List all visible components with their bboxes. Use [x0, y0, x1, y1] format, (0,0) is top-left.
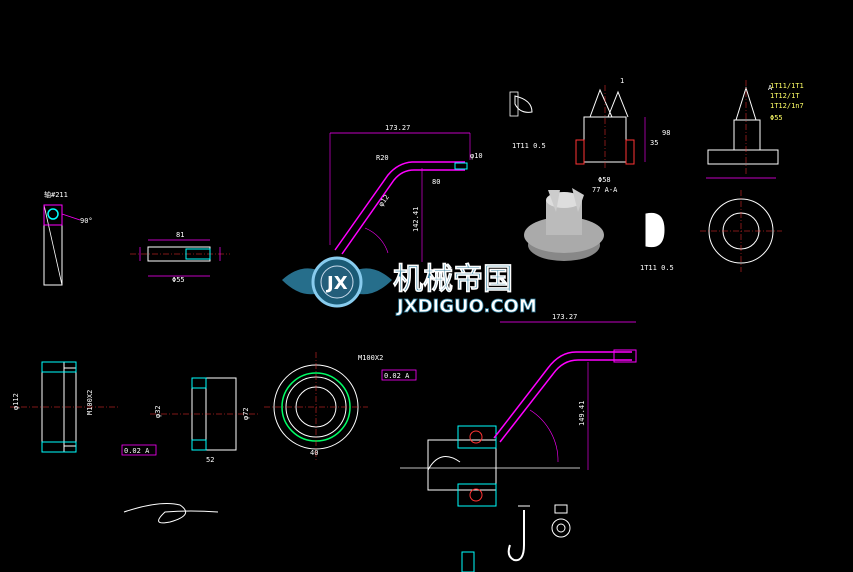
part-caption: 77 A-A — [592, 186, 618, 194]
valve-side-ra: A — [768, 84, 773, 92]
assembly-view: 173.27 149.41 — [400, 313, 637, 507]
sketch-squiggle — [123, 503, 219, 524]
watermark-logo: JX 机械帝国 JXDIGUO.COM — [282, 256, 537, 317]
tol-box-2 — [381, 369, 417, 381]
nut-dim-112: φ112 — [12, 393, 20, 410]
arm-d80: 80 — [432, 178, 440, 186]
valve-dim-35: 35 — [650, 139, 658, 147]
ring-dim-m100: M100X2 — [358, 354, 383, 362]
nut-dim-m100: M100X2 — [86, 390, 94, 415]
nut-section-view: φ112 M100X2 0.02 A — [10, 361, 157, 456]
small-detail-views: 1T11 0.5 1T11 0.5 4 — [509, 91, 782, 272]
valve-dim-1: 1 — [620, 77, 624, 85]
valve-side-view: A 1T11/1T1 1T12/1T 1T12/1n7 Φ55 — [706, 80, 804, 179]
tol-box-1 — [121, 444, 157, 456]
arm-len-bottom: 173.27 — [552, 313, 577, 321]
svg-text:1T12/1n7: 1T12/1n7 — [770, 102, 804, 110]
arm-phi10: φ10 — [470, 152, 483, 160]
flange-dim-32: φ32 — [154, 405, 162, 418]
flange-dim-72: φ72 — [242, 407, 250, 420]
detail-dim-4: 4 — [652, 226, 656, 234]
shaded-3d-part: 77 A-A — [524, 186, 618, 261]
arm-r20: R20 — [376, 154, 389, 162]
svg-text:1T12/1T: 1T12/1T — [770, 92, 800, 100]
small-hook-views — [461, 504, 571, 572]
shaft-dim-855: Φ55 — [172, 276, 185, 284]
angle-90-label: 90° — [80, 217, 93, 225]
bearing-section-view: 轴#211 90° — [43, 190, 93, 286]
valve-dim-98: 98 — [662, 129, 670, 137]
ring-dim-40: 40 — [310, 449, 318, 457]
watermark-cn: 机械帝国 — [393, 262, 513, 297]
shaft-dim-81: 81 — [176, 231, 184, 239]
arm-len-top: 173.27 — [385, 124, 410, 132]
svg-text:1T11 0.5: 1T11 0.5 — [640, 264, 674, 272]
svg-text:Φ55: Φ55 — [770, 114, 783, 122]
svg-text:1T11/1T1: 1T11/1T1 — [770, 82, 804, 90]
watermark-logo-text: JX — [325, 273, 348, 294]
svg-text:1T11 0.5: 1T11 0.5 — [512, 142, 546, 150]
flange-dim-52: 52 — [206, 456, 214, 464]
valve-front-view: 98 35 Φ58 1 — [575, 77, 670, 184]
svg-text:0.02 A: 0.02 A — [124, 447, 150, 455]
arm-height-top: 142.41 — [412, 207, 420, 232]
valve-dim-58: Φ58 — [598, 176, 611, 184]
arm-height-bottom: 149.41 — [578, 401, 586, 426]
bearing-label: 轴#211 — [44, 190, 68, 199]
shaft-view: 81 Φ55 — [130, 231, 230, 284]
svg-text:0.02 A: 0.02 A — [384, 372, 410, 380]
ring-front-view: M100X2 40 — [264, 352, 383, 462]
watermark-url: JXDIGUO.COM — [395, 296, 537, 317]
flange-section-view: φ32 φ72 52 0.02 A — [150, 369, 417, 464]
